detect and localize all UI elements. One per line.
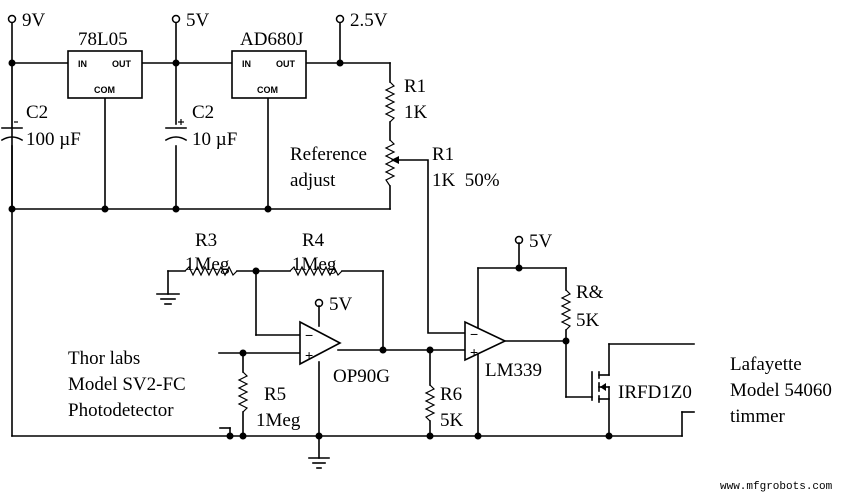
label-pot-name: R1 bbox=[432, 144, 454, 165]
opamp-op90g bbox=[299, 320, 342, 366]
pot-wiper-arrow bbox=[391, 156, 399, 164]
label-5v: 5V bbox=[186, 10, 210, 31]
label-r6-name: R6 bbox=[440, 384, 462, 405]
svg-text:+: + bbox=[305, 347, 313, 363]
reg2-out-pin: OUT bbox=[276, 59, 296, 69]
bottom-wires bbox=[11, 411, 695, 469]
label-2-5v: 2.5V bbox=[350, 10, 388, 31]
label-9v: 9V bbox=[22, 10, 46, 31]
label-photodetector: Photodetector bbox=[68, 400, 174, 421]
label-c2b-value: 10 µF bbox=[192, 129, 237, 150]
label-r7-value: 5K bbox=[576, 310, 600, 331]
label-5v-opamp: 5V bbox=[329, 294, 353, 315]
label-r4-name: R4 bbox=[302, 230, 325, 251]
label-c2-value: 100 µF bbox=[26, 129, 81, 150]
regulator-ad680j: IN OUT COM bbox=[231, 50, 307, 99]
potentiometer-r1 bbox=[384, 139, 396, 187]
resistor-r1 bbox=[384, 81, 396, 123]
reg1-in-pin: IN bbox=[78, 59, 87, 69]
label-model-54060: Model 54060 bbox=[730, 380, 832, 401]
label-model-sv2fc: Model SV2-FC bbox=[68, 374, 186, 395]
opamp-op90g-wiring bbox=[156, 265, 466, 437]
label-r1-value: 1K bbox=[404, 102, 428, 123]
label-irfd1z0: IRFD1Z0 bbox=[618, 382, 692, 403]
label-5v-comparator: 5V bbox=[529, 231, 553, 252]
top-wires bbox=[11, 21, 391, 437]
reg2-in-pin: IN bbox=[242, 59, 251, 69]
capacitor-c2-100uf bbox=[0, 63, 24, 142]
svg-text:−: − bbox=[305, 327, 313, 343]
label-r5-name: R5 bbox=[264, 384, 286, 405]
label-r6-value: 5K bbox=[440, 410, 464, 431]
label-r3-value: 1Meg bbox=[185, 254, 230, 275]
label-c2b-name: C2 bbox=[192, 102, 214, 123]
label-r5-value: 1Meg bbox=[256, 410, 301, 431]
junction-dots bbox=[8, 59, 613, 440]
label-r3-name: R3 bbox=[195, 230, 217, 251]
svg-text:+: + bbox=[470, 344, 478, 360]
reg1-com-pin: COM bbox=[94, 85, 115, 95]
capacitor-c2-10uf bbox=[164, 119, 188, 142]
label-timmer: timmer bbox=[730, 406, 786, 427]
label-r4-value: 1Meg bbox=[292, 254, 337, 275]
svg-text:−: − bbox=[470, 326, 478, 342]
reg2-com-pin: COM bbox=[257, 85, 278, 95]
comparator-lm339 bbox=[464, 320, 507, 362]
label-lm339: LM339 bbox=[485, 360, 542, 381]
label-78l05: 78L05 bbox=[78, 29, 128, 50]
watermark: www.mfgrobots.com bbox=[720, 481, 833, 493]
label-op90g: OP90G bbox=[333, 366, 390, 387]
label-reference: Reference bbox=[290, 144, 367, 165]
label-c2-name: C2 bbox=[26, 102, 48, 123]
mosfet-irfd1z0 bbox=[591, 343, 695, 437]
label-r7-name: R& bbox=[576, 282, 604, 303]
supply-terminals bbox=[7, 14, 524, 308]
reg1-out-pin: OUT bbox=[112, 59, 132, 69]
label-adjust: adjust bbox=[290, 170, 336, 191]
label-lafayette: Lafayette bbox=[730, 354, 802, 375]
label-ad680j: AD680J bbox=[240, 29, 303, 50]
label-r1-name: R1 bbox=[404, 76, 426, 97]
label-pot-value: 1K 50% bbox=[432, 170, 500, 191]
label-thor-labs: Thor labs bbox=[68, 348, 140, 369]
regulator-78l05: IN OUT COM bbox=[67, 50, 143, 99]
